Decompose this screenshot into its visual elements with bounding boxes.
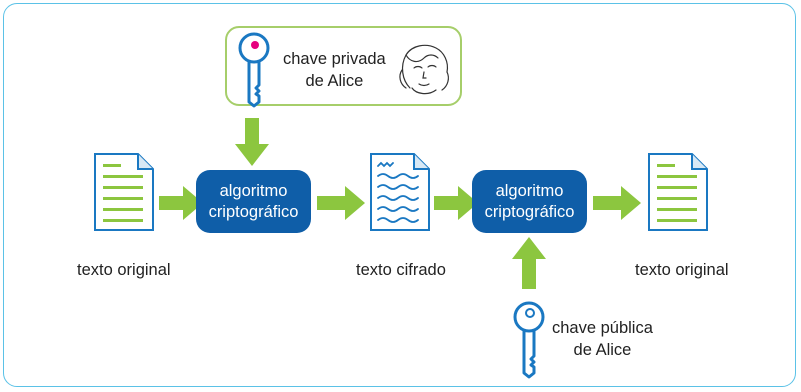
arrow-down-icon xyxy=(235,118,269,166)
plaintext-right-label: texto original xyxy=(635,261,729,279)
private-key-icon xyxy=(238,32,270,108)
arrow-right-icon xyxy=(434,186,478,220)
private-key-box xyxy=(225,26,462,106)
plaintext-left-label: texto original xyxy=(77,261,171,279)
private-key-label: chave privada de Alice xyxy=(283,50,386,90)
plaintext-document-icon-right xyxy=(648,153,708,231)
public-key-icon xyxy=(513,301,545,379)
diagram-frame xyxy=(3,3,796,387)
arrow-right-icon xyxy=(593,186,641,220)
plaintext-document-icon-left xyxy=(94,153,154,231)
arrow-right-icon xyxy=(159,186,203,220)
alice-face-icon xyxy=(399,44,449,95)
arrow-right-icon xyxy=(317,186,365,220)
encrypted-document-icon xyxy=(370,153,430,231)
public-key-label: chave pública de Alice xyxy=(552,319,653,359)
algorithm-box-1: algoritmo criptográfico xyxy=(196,170,311,233)
arrow-up-icon xyxy=(512,237,546,289)
algorithm-box-2: algoritmo criptográfico xyxy=(472,170,587,233)
ciphertext-label: texto cifrado xyxy=(356,261,446,279)
